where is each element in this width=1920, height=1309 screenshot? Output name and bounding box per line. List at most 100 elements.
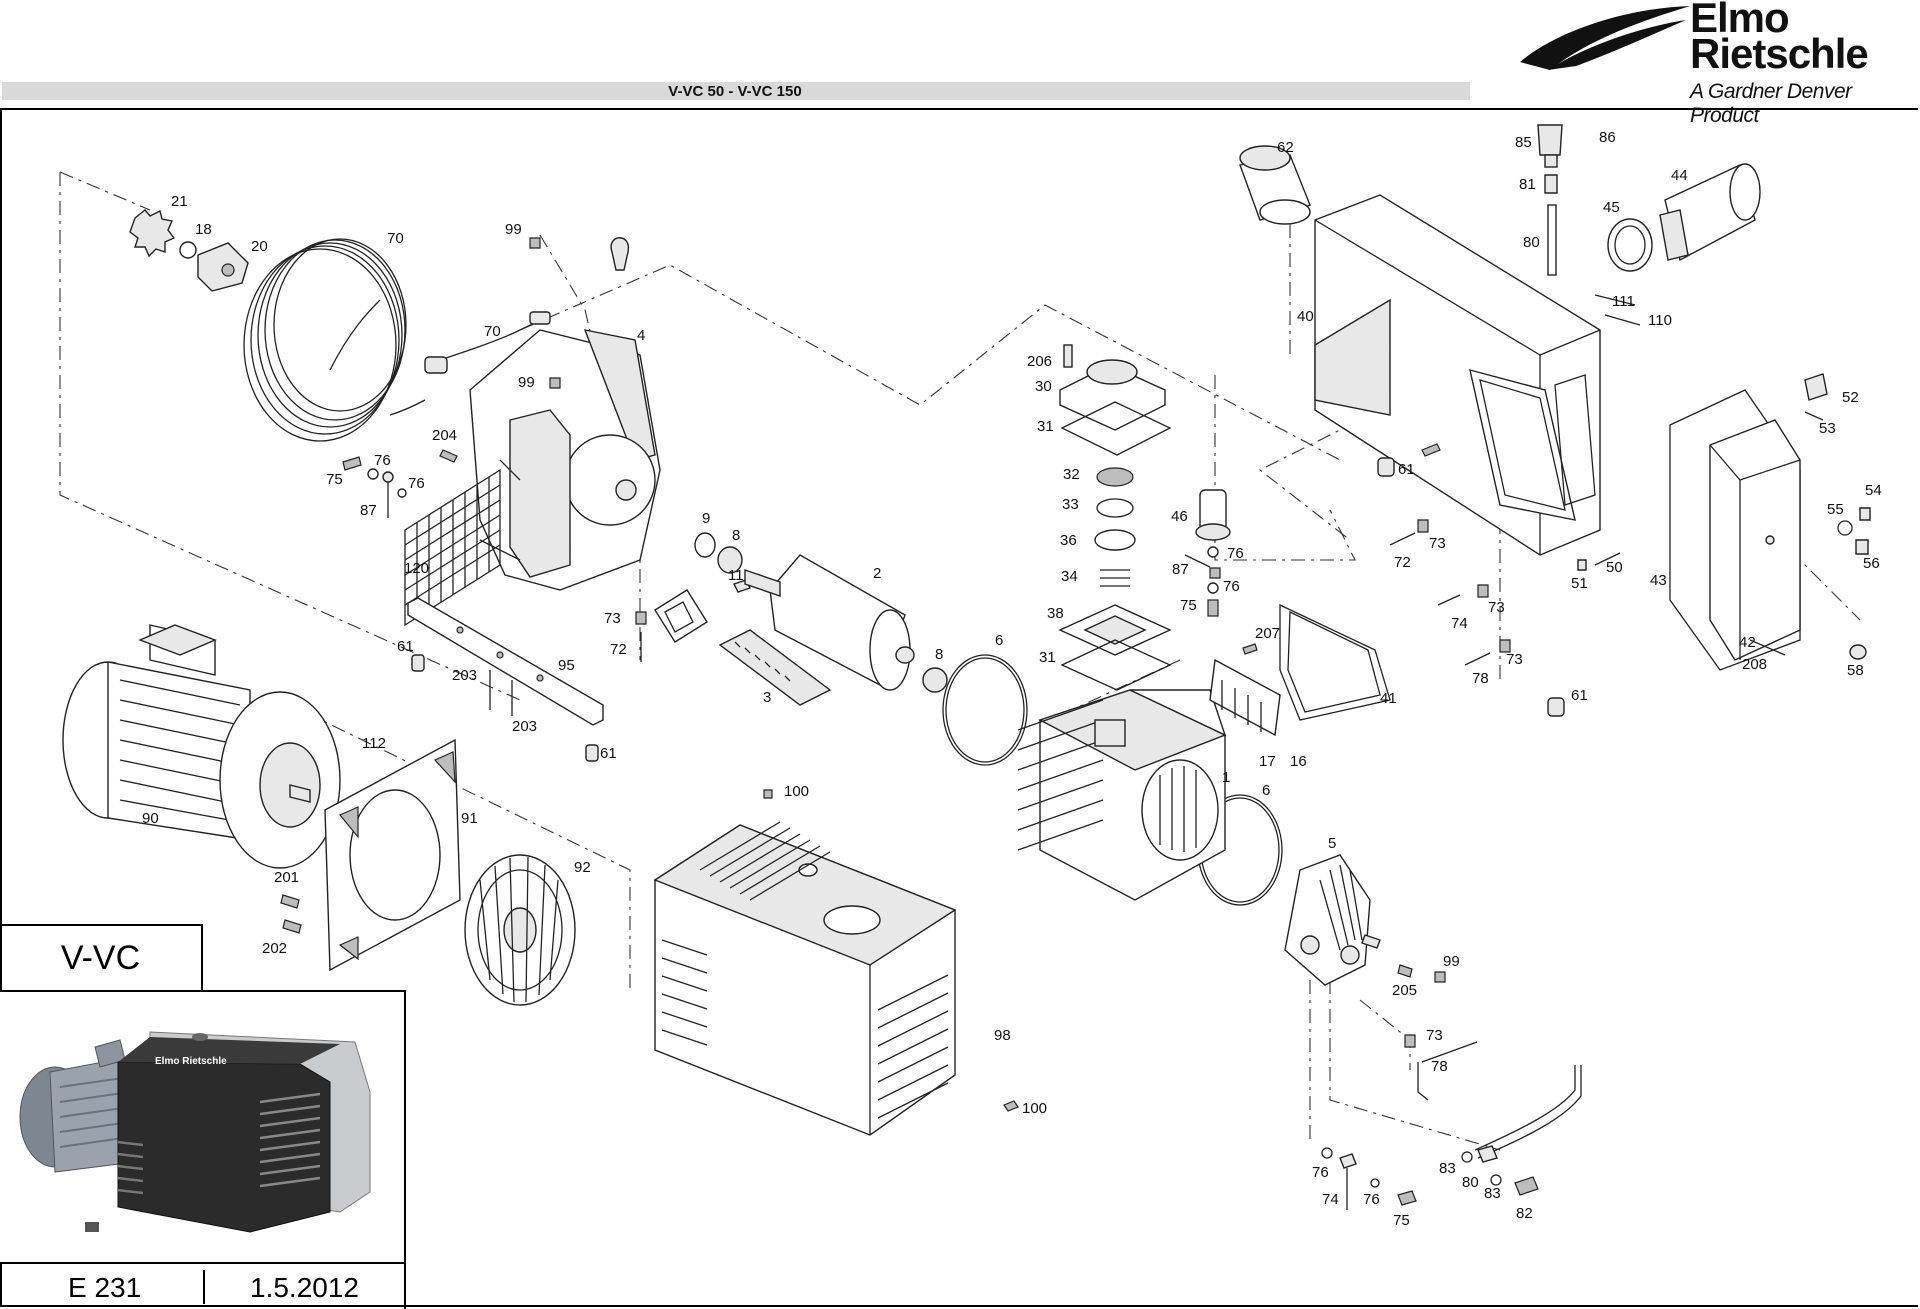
drawing-frame <box>0 108 1918 1307</box>
part-label: 54 <box>1865 482 1882 499</box>
document-info-box: E 231 1.5.2012 <box>0 1262 406 1309</box>
adapter-flange <box>324 738 461 972</box>
part-label: 201 <box>274 869 299 886</box>
valve-plates <box>1209 603 1391 737</box>
part-label: 18 <box>195 221 212 238</box>
product-photo-box: Elmo Rietschle <box>0 990 406 1309</box>
protective-grid <box>404 468 501 627</box>
part-label: 206 <box>1027 353 1052 370</box>
part-label: 36 <box>1060 532 1077 549</box>
part-label: 76 <box>1227 545 1244 562</box>
part-label: 56 <box>1863 555 1880 572</box>
model-label: V-VC <box>60 938 141 977</box>
part-label: 99 <box>1443 953 1460 970</box>
part-number-labels: 21 18 20 70 70 99 4 99 204 75 76 76 87 1… <box>142 129 1882 1229</box>
part-label: 72 <box>610 641 627 658</box>
part-label: 6 <box>1262 782 1270 799</box>
part-label: 99 <box>505 221 522 238</box>
part-label: 40 <box>1297 308 1314 325</box>
part-label: 95 <box>558 657 575 674</box>
brand-name-line2: Rietschle <box>1690 30 1869 77</box>
part-label: 205 <box>1392 982 1417 999</box>
part-label: 73 <box>1426 1027 1443 1044</box>
part-label: 33 <box>1062 496 1079 513</box>
part-label: 70 <box>387 230 404 247</box>
filter-cartridge-62 <box>1239 145 1311 225</box>
part-label: 87 <box>360 502 377 519</box>
part-label: 91 <box>461 810 478 827</box>
part-label: 204 <box>432 427 457 444</box>
part-label: 32 <box>1063 466 1080 483</box>
valve-stack <box>1058 344 1172 691</box>
part-label: 73 <box>604 610 621 627</box>
part-label: 78 <box>1431 1058 1448 1075</box>
part-label: 74 <box>1451 615 1468 632</box>
photo-brand-text: Elmo Rietschle <box>155 1056 227 1067</box>
pump-cylinder <box>1017 689 1227 901</box>
document-number: E 231 <box>68 1272 142 1303</box>
part-label: 111 <box>1612 293 1635 310</box>
part-label: 1 <box>1222 769 1230 786</box>
part-label: 50 <box>1606 559 1623 576</box>
part-label: 51 <box>1571 575 1588 592</box>
rotor-group <box>654 532 948 706</box>
cooling-coil <box>243 238 551 442</box>
part-label: 16 <box>1290 753 1307 770</box>
part-label: 98 <box>994 1027 1011 1044</box>
part-label: 207 <box>1255 625 1280 642</box>
part-label: 73 <box>1506 651 1523 668</box>
part-label: 46 <box>1171 508 1188 525</box>
part-label: 74 <box>1322 1191 1339 1208</box>
product-photo: Elmo Rietschle <box>0 992 402 1262</box>
part-label: 31 <box>1039 649 1056 666</box>
part-label: 76 <box>374 452 391 469</box>
part-label: 76 <box>1223 578 1240 595</box>
part-label: 202 <box>262 940 287 957</box>
sound-hood <box>653 789 1019 1136</box>
filter-housing-44 <box>1594 163 1761 326</box>
motor <box>62 624 341 869</box>
document-date: 1.5.2012 <box>250 1272 359 1303</box>
base-rail <box>407 597 604 762</box>
part-label: 73 <box>1429 535 1446 552</box>
part-label: 20 <box>251 238 268 255</box>
flange-screws <box>280 894 302 934</box>
part-label: 90 <box>142 810 159 827</box>
brand-name-line1: Elmo <box>1690 0 1790 41</box>
part-label: 203 <box>512 718 537 735</box>
part-label: 21 <box>171 193 188 210</box>
part-label: 62 <box>1277 139 1294 156</box>
part-label: 45 <box>1603 199 1620 216</box>
exploded-parts-diagram: 21 18 20 70 70 99 4 99 204 75 76 76 87 1… <box>59 124 1882 1229</box>
fasteners-bottom <box>1321 1145 1539 1210</box>
part-label: 76 <box>1312 1164 1329 1181</box>
part-label: 61 <box>1571 687 1588 704</box>
part-label: 6 <box>995 632 1003 649</box>
part-label: 41 <box>1380 690 1397 707</box>
filter-cover <box>1669 373 1871 671</box>
part-label: 17 <box>1259 753 1276 770</box>
part-label: 3 <box>763 689 771 706</box>
part-label: 11 <box>728 567 744 584</box>
part-label: 8 <box>935 646 943 663</box>
part-label: 2 <box>873 565 881 582</box>
part-label: 100 <box>784 783 809 800</box>
part-label: 52 <box>1842 389 1859 406</box>
part-label: 81 <box>1519 176 1536 193</box>
main-housing <box>1314 194 1601 556</box>
part-label: 92 <box>574 859 591 876</box>
part-label: 43 <box>1650 572 1667 589</box>
fan-wheel <box>464 854 576 1006</box>
fasteners-left <box>342 237 561 518</box>
part-label: 208 <box>1742 656 1767 673</box>
part-label: 82 <box>1516 1205 1533 1222</box>
part-label: 42 <box>1739 634 1756 651</box>
part-label: 76 <box>1363 1191 1380 1208</box>
part-label: 53 <box>1819 420 1836 437</box>
part-label: 70 <box>484 323 501 340</box>
part-label: 75 <box>326 471 343 488</box>
part-label: 203 <box>452 667 477 684</box>
part-label: 38 <box>1047 605 1064 622</box>
silencer-element <box>1184 489 1231 617</box>
part-label: 87 <box>1172 561 1189 578</box>
